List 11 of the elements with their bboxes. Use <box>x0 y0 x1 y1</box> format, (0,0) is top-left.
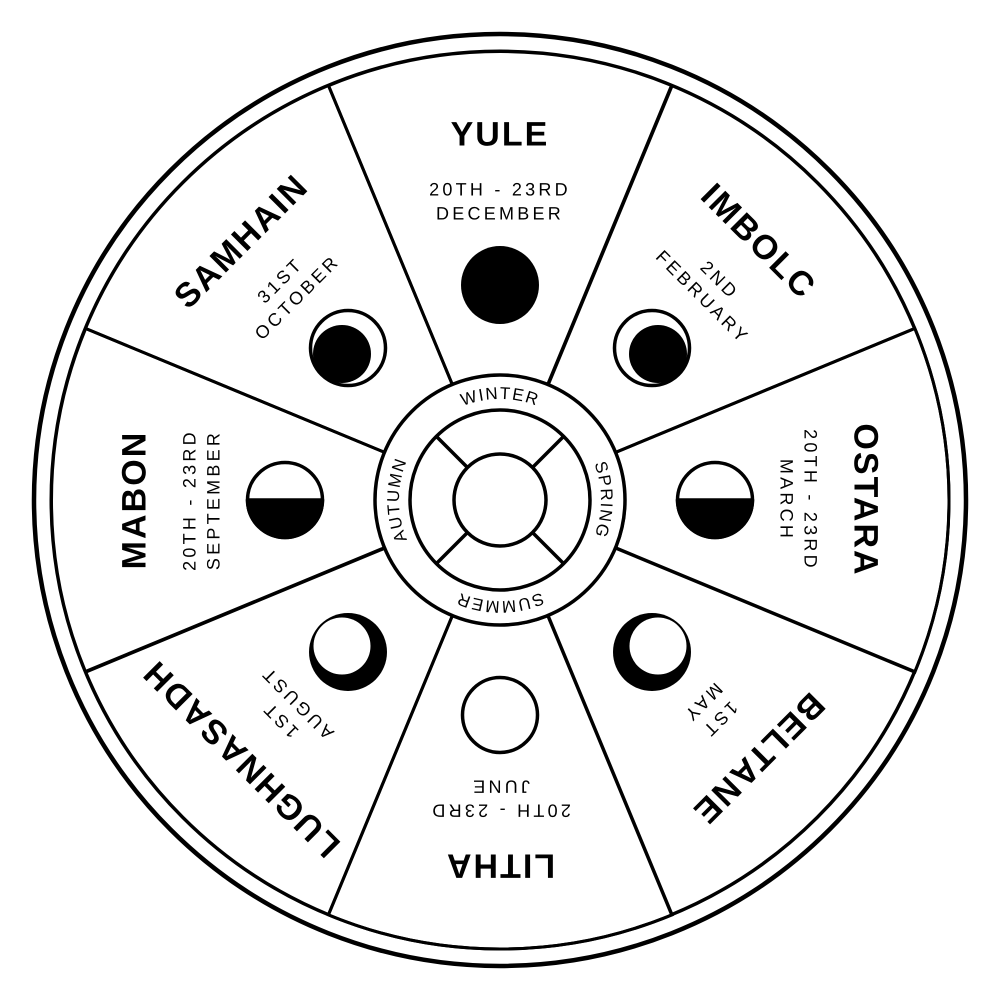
season-label: WINTER <box>458 384 542 410</box>
festival-name: YULE <box>450 116 550 154</box>
season-label: SUMMER <box>454 588 546 616</box>
festival-date: 20TH - 23RD DECEMBER <box>428 178 572 226</box>
festival-name: MABON <box>116 430 154 570</box>
festival-date: 20TH - 23RD MARCH <box>774 428 822 573</box>
festival-date: 20TH - 23RD JUNE <box>428 774 572 822</box>
festival-name: LITHA <box>444 846 556 884</box>
season-ring <box>373 373 627 627</box>
festival-name: OSTARA <box>846 423 884 577</box>
festival-date: 20TH - 23RD SEPTEMBER <box>178 428 225 573</box>
